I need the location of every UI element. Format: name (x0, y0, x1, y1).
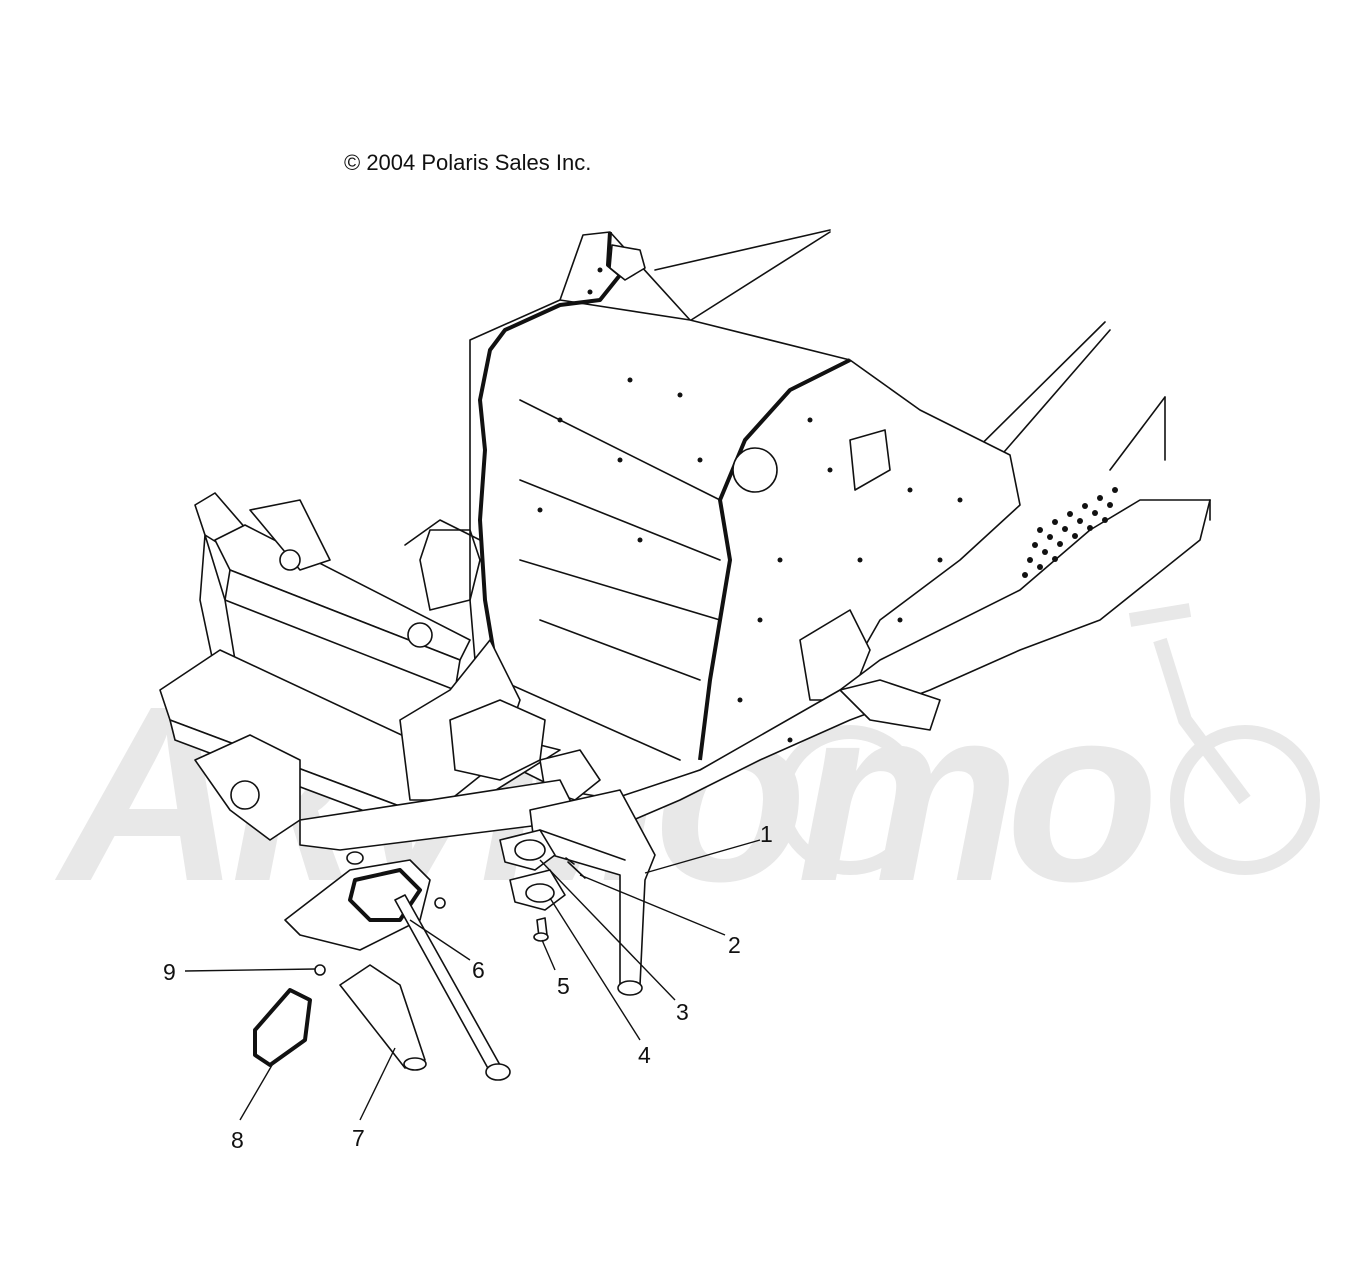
callout-2: 2 (728, 932, 741, 958)
callout-labels: 1 2 3 4 5 6 7 8 9 (163, 821, 773, 1153)
part-1-bumper-tube (529, 789, 656, 996)
callout-1: 1 (760, 821, 773, 847)
callout-7: 7 (352, 1125, 365, 1151)
leader-lines (184, 839, 761, 1121)
bulkhead-rivets (537, 267, 963, 743)
part-7-cone (339, 964, 427, 1071)
callout-5: 5 (557, 973, 570, 999)
callout-6: 6 (472, 957, 485, 983)
tunnel-body (469, 231, 1211, 831)
callout-9: 9 (163, 959, 176, 985)
part-6-bracket (284, 851, 511, 1081)
part-5-bolt (533, 917, 549, 942)
callout-8: 8 (231, 1127, 244, 1153)
part-3-clamp (499, 829, 556, 871)
watermark-motorcycle-icon (775, 603, 1320, 875)
front-frame (159, 492, 601, 851)
part-8-decal (253, 988, 312, 1067)
floor-vent-holes (1022, 487, 1118, 578)
copyright-text: © 2004 Polaris Sales Inc. (344, 150, 592, 175)
callout-3: 3 (676, 999, 689, 1025)
part-9-screw (314, 964, 326, 976)
callout-4: 4 (638, 1042, 651, 1068)
